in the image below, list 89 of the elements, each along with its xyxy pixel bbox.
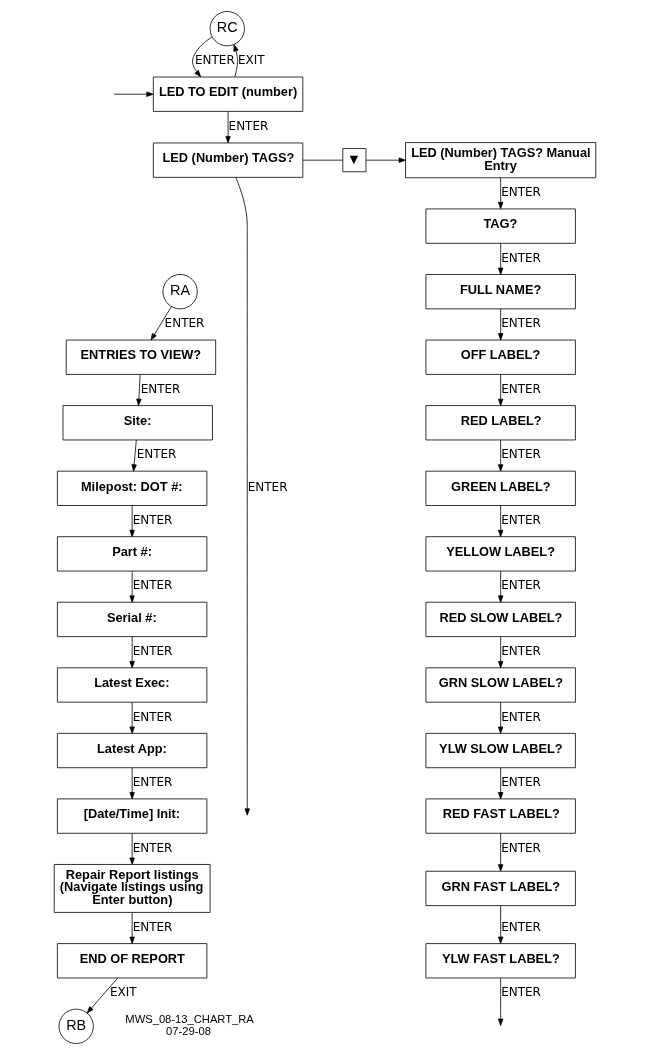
node-box: GRN SLOW LABEL? — [425, 667, 576, 703]
node-box: YLW FAST LABEL? — [425, 943, 576, 979]
edge-label: ENTER — [132, 709, 172, 724]
arrow — [135, 374, 141, 406]
edge-label: ENTER — [140, 381, 180, 396]
node-box: YELLOW LABEL? — [425, 536, 576, 572]
edge-label: ENTER — [500, 381, 541, 396]
node-box: ENTRIES TO VIEW? — [65, 339, 216, 375]
edge-label: ENTER — [500, 919, 541, 934]
edge-label: ENTER — [500, 578, 541, 593]
edge-label: ENTER — [500, 185, 541, 200]
edge-label: EXIT — [237, 53, 265, 68]
edge-label: ENTER — [500, 316, 541, 331]
node-box: LED TO EDIT (number) — [152, 76, 303, 112]
edge-label: ENTER — [194, 53, 235, 68]
node-box: Site: — [62, 405, 213, 441]
arrow — [129, 832, 135, 865]
node-box: END OF REPORT — [56, 943, 207, 979]
arrow — [191, 36, 212, 78]
arrow — [234, 177, 250, 816]
arrow — [497, 177, 503, 210]
edge-label: ENTER — [500, 775, 541, 790]
node-circle: RC — [209, 11, 245, 47]
node-box: Latest Exec: — [56, 667, 207, 703]
arrow — [497, 374, 503, 406]
arrow — [497, 977, 503, 1026]
edge-label: ENTER — [500, 512, 541, 527]
node-box: YLW SLOW LABEL? — [425, 732, 576, 769]
connector — [301, 159, 343, 161]
edge-label: ENTER — [132, 512, 172, 527]
node-box: LED (Number) TAGS? — [152, 142, 303, 178]
node-box: TAG? — [425, 208, 576, 244]
arrow — [497, 905, 503, 944]
arrow — [497, 832, 503, 872]
arrow — [129, 570, 135, 603]
label: MWS_08-13_CHART_RA — [124, 1013, 254, 1026]
node-box: GRN FAST LABEL? — [425, 870, 576, 906]
edge-label: ENTER — [132, 919, 172, 934]
label: 07-29-08 — [165, 1025, 211, 1038]
node-box: Milepost: DOT #: — [56, 470, 207, 506]
edge-label: EXIT — [109, 985, 137, 1000]
node-box: Part #: — [56, 536, 207, 572]
arrow — [497, 243, 503, 275]
edge-label: ENTER — [247, 480, 288, 495]
arrow — [365, 157, 406, 163]
node-box: RED SLOW LABEL? — [425, 601, 576, 637]
arrow — [129, 767, 135, 800]
arrow — [232, 44, 238, 78]
arrow — [224, 111, 231, 144]
edge-label: ENTER — [500, 709, 541, 724]
edge-label: ENTER — [500, 840, 541, 855]
node-box: RED LABEL? — [425, 405, 576, 441]
node-box: Repair Report listings (Navigate listings using Enter button) — [53, 864, 210, 913]
node-box: Latest App: — [56, 732, 207, 769]
edge-label: ENTER — [500, 985, 541, 1000]
node-circle: RA — [162, 274, 198, 310]
node-box: OFF LABEL? — [425, 339, 576, 375]
edge-label: ENTER — [164, 316, 204, 331]
edge-label: ENTER — [500, 250, 541, 265]
edge-label: ENTER — [132, 775, 172, 790]
arrow — [497, 767, 503, 800]
node-box: ▼ — [341, 148, 366, 173]
node-box: GREEN LABEL? — [425, 470, 576, 506]
node-box: Serial #: — [56, 601, 207, 637]
node-box: FULL NAME? — [425, 274, 576, 310]
arrow — [497, 439, 503, 472]
edge-label: ENTER — [500, 644, 541, 659]
arrow — [129, 912, 135, 944]
arrow — [113, 91, 153, 97]
arrow — [150, 306, 172, 341]
arrow — [131, 439, 137, 472]
arrow — [86, 977, 118, 1014]
edge-label: ENTER — [132, 578, 172, 593]
edge-label: ENTER — [132, 644, 172, 659]
arrow — [497, 636, 503, 669]
arrow — [129, 636, 135, 669]
arrow — [497, 570, 503, 603]
arrow — [129, 505, 135, 538]
edge-label: ENTER — [136, 447, 176, 462]
node-box: LED (Number) TAGS? Manual Entry — [404, 142, 596, 179]
edge-label: ENTER — [500, 447, 541, 462]
edge-label: ENTER — [228, 118, 268, 133]
arrow — [129, 701, 135, 734]
node-box: [Date/Time] Init: — [56, 798, 207, 834]
node-box: RED FAST LABEL? — [425, 798, 576, 834]
edge-label: ENTER — [132, 840, 172, 855]
arrow — [497, 308, 503, 341]
arrow — [497, 505, 503, 538]
arrow — [497, 701, 503, 734]
